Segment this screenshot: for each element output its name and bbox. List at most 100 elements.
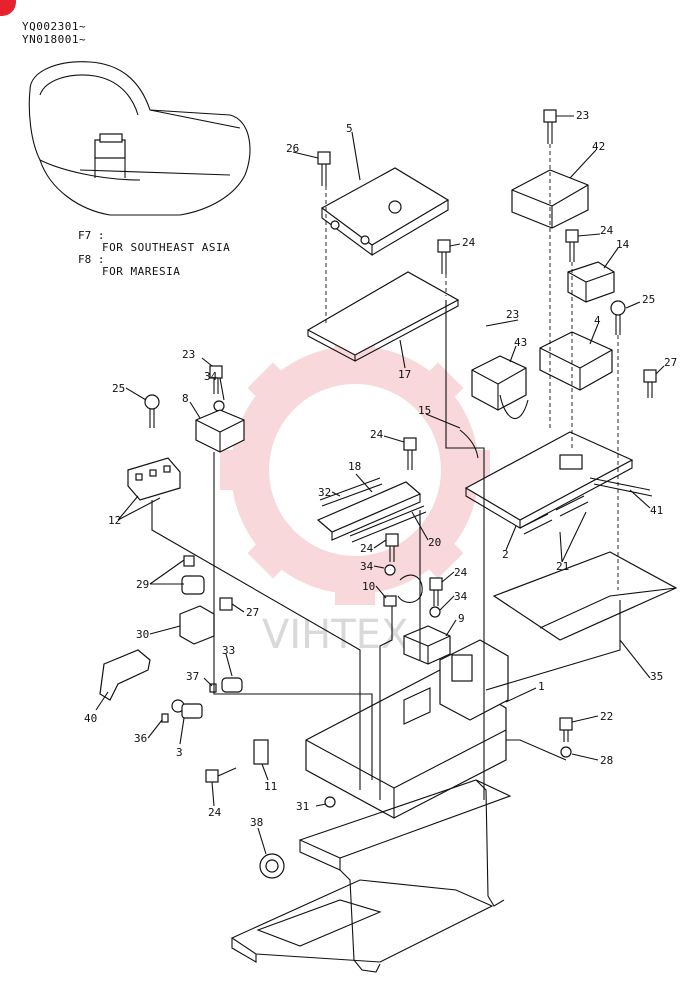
callout-leaders	[95, 115, 665, 855]
part-2-base-plate	[464, 431, 634, 529]
part-4-box	[539, 331, 613, 391]
watermark-gear	[220, 335, 490, 605]
machine-overview-sketch	[28, 61, 251, 216]
note-text-f7: FOR SOUTHEAST ASIA	[102, 241, 231, 254]
callout-11: 11	[264, 780, 277, 793]
callout-24: 24	[208, 806, 222, 819]
part-41-rod	[589, 477, 653, 497]
callout-43: 43	[514, 336, 527, 349]
part-24-bolt-middle	[403, 437, 417, 470]
callout-9: 9	[458, 612, 465, 625]
serial-range-2: YN018001~	[22, 33, 87, 46]
callout-25: 25	[642, 293, 655, 306]
callout-41: 41	[650, 504, 663, 517]
callout-24: 24	[370, 428, 384, 441]
part-24-bolt-bottom	[205, 767, 237, 783]
callout-10: 10	[362, 580, 375, 593]
part-33-holder	[221, 677, 243, 693]
callout-28: 28	[600, 754, 613, 767]
callout-25: 25	[112, 382, 125, 395]
callout-30: 30	[136, 628, 149, 641]
part-26-bolt	[317, 151, 331, 186]
callout-15: 15	[418, 404, 431, 417]
callout-3: 3	[176, 746, 183, 759]
part-23-bolt-top-right	[543, 109, 557, 144]
callout-34: 34	[204, 370, 218, 383]
part-14-box	[567, 261, 615, 303]
part-24-bolt-right	[565, 229, 579, 262]
callout-24: 24	[600, 224, 614, 237]
part-20-rod	[349, 505, 427, 543]
callout-22: 22	[600, 710, 613, 723]
part-34-washer-left	[213, 400, 225, 412]
callout-34: 34	[454, 590, 468, 603]
callout-23: 23	[182, 348, 195, 361]
callout-38: 38	[250, 816, 263, 829]
callout-14: 14	[616, 238, 630, 251]
part-40-handle	[99, 649, 151, 701]
part-34-washer-right	[429, 606, 441, 618]
part-38-grommet	[259, 853, 285, 879]
callout-2: 2	[502, 548, 509, 561]
part-42-box	[511, 169, 589, 229]
callout-17: 17	[398, 368, 411, 381]
part-35-mat	[492, 551, 678, 641]
callout-24: 24	[454, 566, 468, 579]
part-43-relay	[471, 355, 529, 420]
part-36-fuse	[161, 713, 169, 723]
callout-24: 24	[360, 542, 374, 555]
part-17-plate	[306, 271, 460, 362]
callout-labels: 26 5 24 17 23 42 24 14 25 4 27 23 43 15 …	[84, 109, 677, 829]
part-31-nut	[324, 796, 336, 808]
callout-8: 8	[182, 392, 189, 405]
part-8-relay	[195, 409, 245, 453]
note-text-f8: FOR MARESIA	[102, 265, 181, 278]
part-29-grommet	[181, 575, 205, 595]
part-34-washer-middle	[384, 564, 396, 576]
part-3-key-switch	[171, 699, 203, 719]
part-32-strip	[319, 477, 383, 507]
assembly-lines	[151, 144, 621, 800]
part-12-terminal-block	[127, 457, 181, 501]
callout-23: 23	[506, 308, 519, 321]
callout-35: 35	[650, 670, 663, 683]
callout-34: 34	[360, 560, 374, 573]
part-11-bracket	[253, 739, 269, 765]
part-25-bolt-left	[144, 394, 160, 428]
callout-37: 37	[186, 670, 199, 683]
part-29-screw	[183, 555, 195, 567]
callout-27: 27	[246, 606, 259, 619]
callout-29: 29	[136, 578, 149, 591]
part-37-fuse	[209, 683, 217, 693]
part-23-bolt-left	[209, 365, 223, 394]
part-21-rods	[519, 495, 589, 535]
callout-36: 36	[134, 732, 147, 745]
seat-frame	[230, 779, 512, 973]
callout-27: 27	[664, 356, 677, 369]
callout-31: 31	[296, 800, 309, 813]
part-18-bracket	[316, 481, 422, 541]
callout-12: 12	[108, 514, 121, 527]
part-24-bolt-right-middle	[429, 577, 443, 606]
part-28-washer	[560, 746, 572, 758]
part-1-main-frame	[305, 639, 509, 819]
callout-21: 21	[556, 560, 569, 573]
note-code-f8: F8 :	[78, 253, 105, 266]
part-10-nut	[383, 595, 397, 607]
part-25-bolt-right	[610, 300, 626, 335]
part-27-bolt-right	[643, 369, 657, 398]
callout-40: 40	[84, 712, 97, 725]
serial-range-1: YQ002301~	[22, 20, 87, 33]
callout-24: 24	[462, 236, 476, 249]
callout-32: 32	[318, 486, 331, 499]
note-code-f7: F7 :	[78, 229, 105, 242]
part-24-bolt-top	[437, 239, 451, 274]
callout-42: 42	[592, 140, 605, 153]
part-27-bolt-left	[219, 597, 233, 611]
callout-33: 33	[222, 644, 235, 657]
callout-5: 5	[346, 122, 353, 135]
callout-26: 26	[286, 142, 299, 155]
part-5-cover-plate	[320, 167, 450, 257]
